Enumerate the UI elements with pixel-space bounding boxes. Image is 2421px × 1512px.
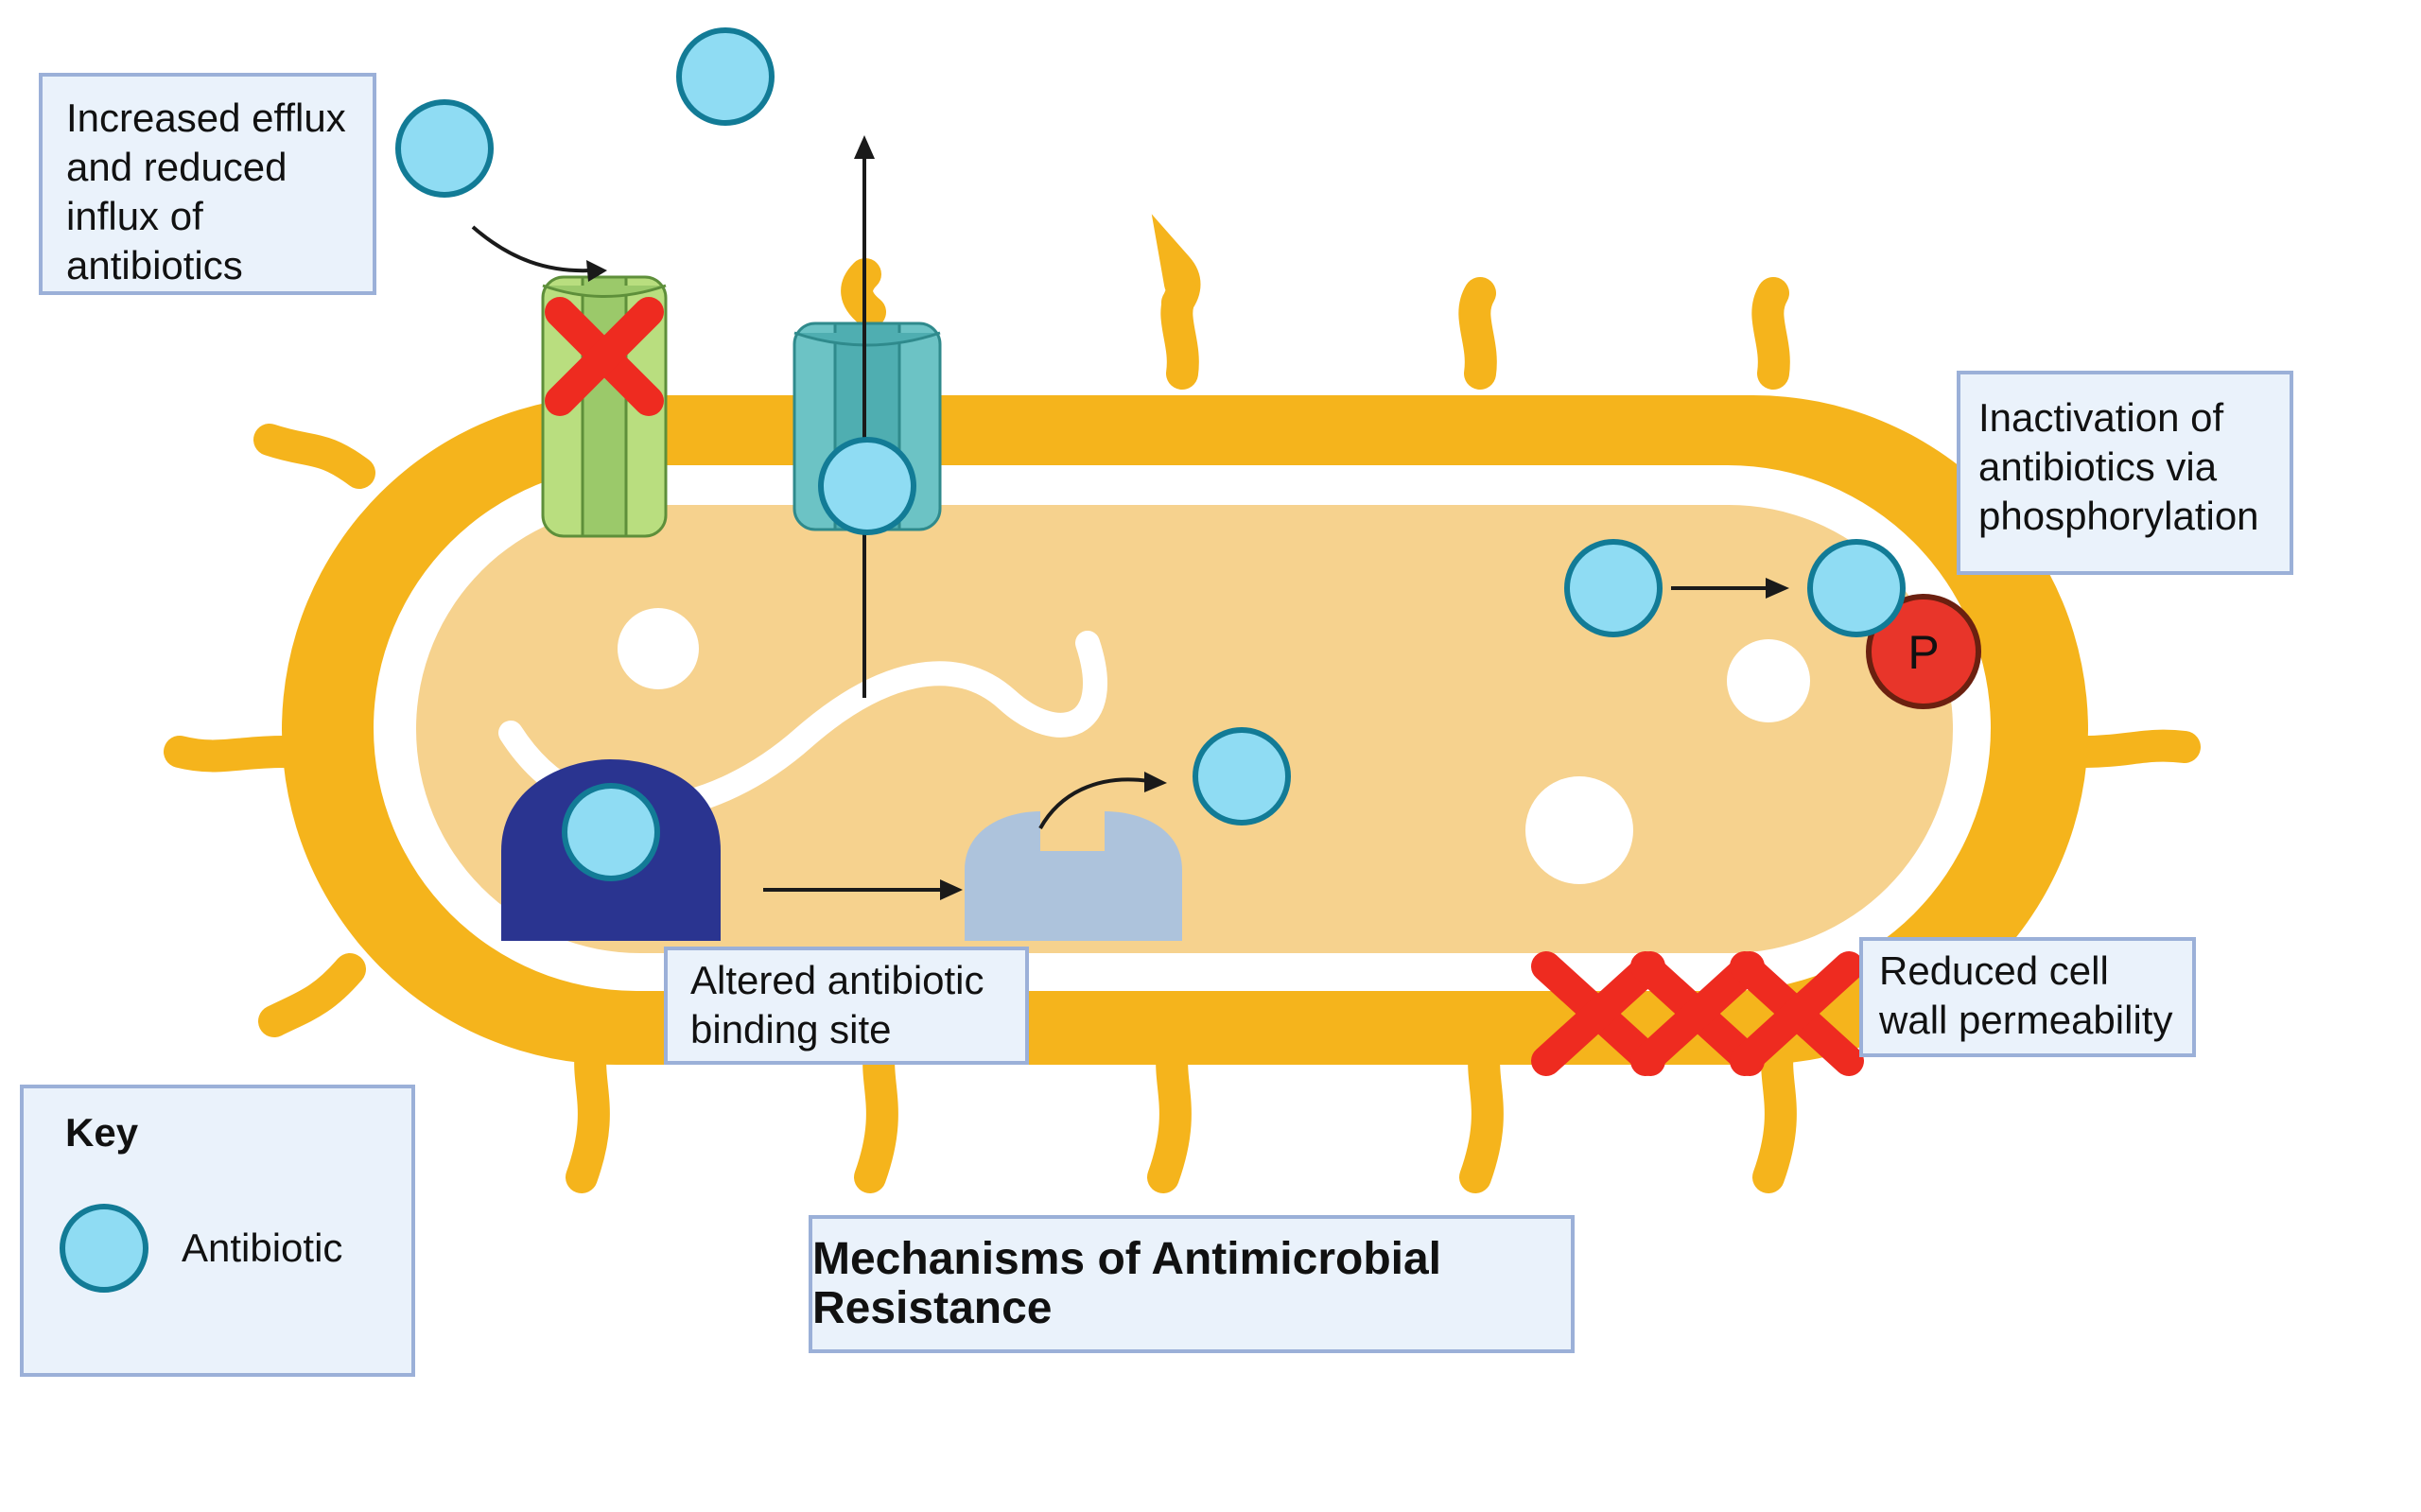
influx-arrow — [471, 225, 592, 273]
key-title: Key — [65, 1110, 139, 1155]
pilus — [1160, 277, 1199, 390]
inactivation-annotation-text: Inactivation of antibiotics via phosphor… — [1978, 395, 2259, 538]
blocked-x-icon — [1531, 951, 1665, 1076]
phosphate-group — [1866, 594, 1981, 709]
antibiotic-molecule — [1564, 539, 1663, 637]
pilus — [2069, 729, 2201, 768]
antibiotic-molecule — [818, 437, 916, 535]
inclusion-body — [1525, 776, 1633, 884]
phosphate-label: P — [1907, 626, 1939, 679]
blocked-x-icon — [1630, 951, 1765, 1076]
antibiotic-legend-icon — [60, 1204, 148, 1293]
pilus — [164, 736, 300, 773]
arrowhead — [586, 260, 607, 282]
legend-key: Key Antibiotic — [20, 1085, 415, 1377]
inactivation-annotation: Inactivation of antibiotics via phosphor… — [1957, 371, 2293, 575]
arrowhead — [854, 135, 875, 159]
pilus — [1751, 277, 1790, 390]
altered-target-protein — [965, 811, 1182, 941]
pilus — [566, 1034, 610, 1193]
antibiotics — [395, 27, 1663, 826]
antibiotic-molecule — [395, 99, 494, 198]
diagram-title: Mechanisms of Antimicrobial Resistance — [812, 1234, 1442, 1333]
pilus — [258, 953, 366, 1037]
inclusion-body — [618, 608, 699, 689]
permeability-x-marks — [1531, 951, 1864, 1076]
binding-site-annotation-text: Altered antibiotic binding site — [690, 958, 984, 1051]
arrowhead — [940, 879, 963, 900]
pilus — [1459, 1034, 1504, 1193]
inclusion-body — [1727, 639, 1810, 722]
arrowhead — [1144, 772, 1167, 792]
arrowhead — [1766, 578, 1789, 599]
antibiotic-molecule — [1807, 539, 1906, 637]
pilus — [1458, 277, 1497, 390]
antibiotic-molecule — [562, 783, 660, 881]
blocked-x-icon — [545, 297, 664, 416]
pilus — [1147, 1034, 1192, 1193]
permeability-annotation-text: Reduced cell wall permeability — [1879, 948, 2173, 1042]
antibiotic-molecule — [676, 27, 775, 126]
antibiotic-molecule — [1193, 727, 1291, 826]
binding-site-annotation: Altered antibiotic binding site — [664, 947, 1029, 1065]
pilus — [253, 424, 375, 489]
blocked-x-icon — [1730, 951, 1864, 1076]
pilus — [1752, 1034, 1797, 1193]
permeability-annotation: Reduced cell wall permeability — [1859, 937, 2196, 1057]
release-arrow — [1038, 777, 1150, 829]
pilus — [854, 1034, 898, 1193]
efflux-annotation-text: Increased efflux and reduced influx of a… — [66, 96, 346, 287]
key-antibiotic-label: Antibiotic — [182, 1225, 343, 1270]
diagram-title-box: Mechanisms of Antimicrobial Resistance — [809, 1215, 1575, 1353]
efflux-annotation: Increased efflux and reduced influx of a… — [39, 73, 376, 295]
